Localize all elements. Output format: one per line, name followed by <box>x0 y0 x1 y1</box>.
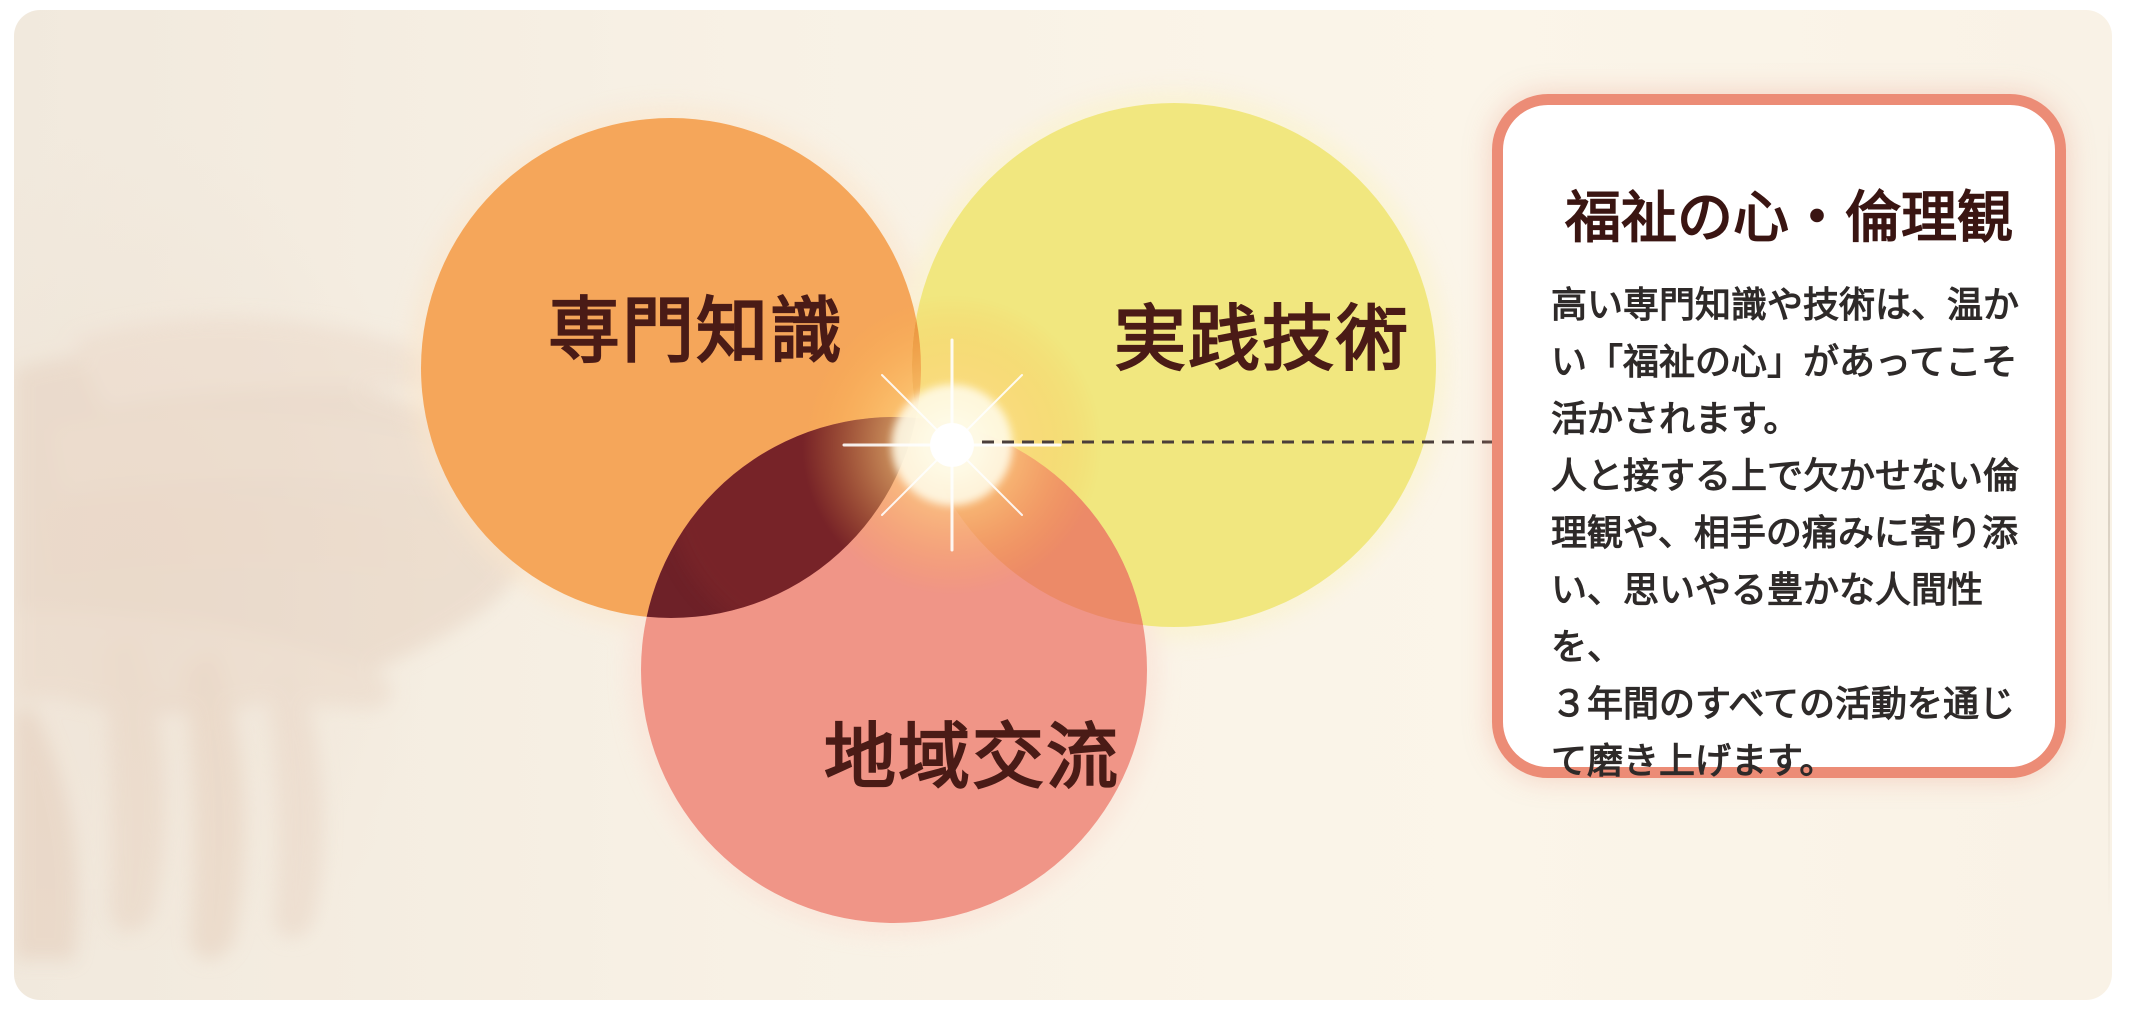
panel-edge-divider <box>2108 120 2110 920</box>
center-starburst <box>802 295 1102 595</box>
label-knowledge: 専門知識 <box>548 289 845 373</box>
info-card-body: 高い専門知識や技術は、温か い「福祉の心」があってこそ 活かされます。 人と接す… <box>1551 285 2020 782</box>
info-card-title: 福祉の心・倫理観 <box>1565 186 2013 251</box>
venn-diagram <box>409 91 1492 935</box>
background-panel: 専門知識 実践技術 地域交流 福祉の心・倫理観 高い専門知識や技術は、温か い「… <box>14 10 2112 1000</box>
info-card: 福祉の心・倫理観 高い専門知識や技術は、温か い「福祉の心」があってこそ 活かさ… <box>1492 94 2066 782</box>
label-community: 地域交流 <box>824 715 1121 799</box>
label-skill: 実践技術 <box>1114 297 1411 381</box>
